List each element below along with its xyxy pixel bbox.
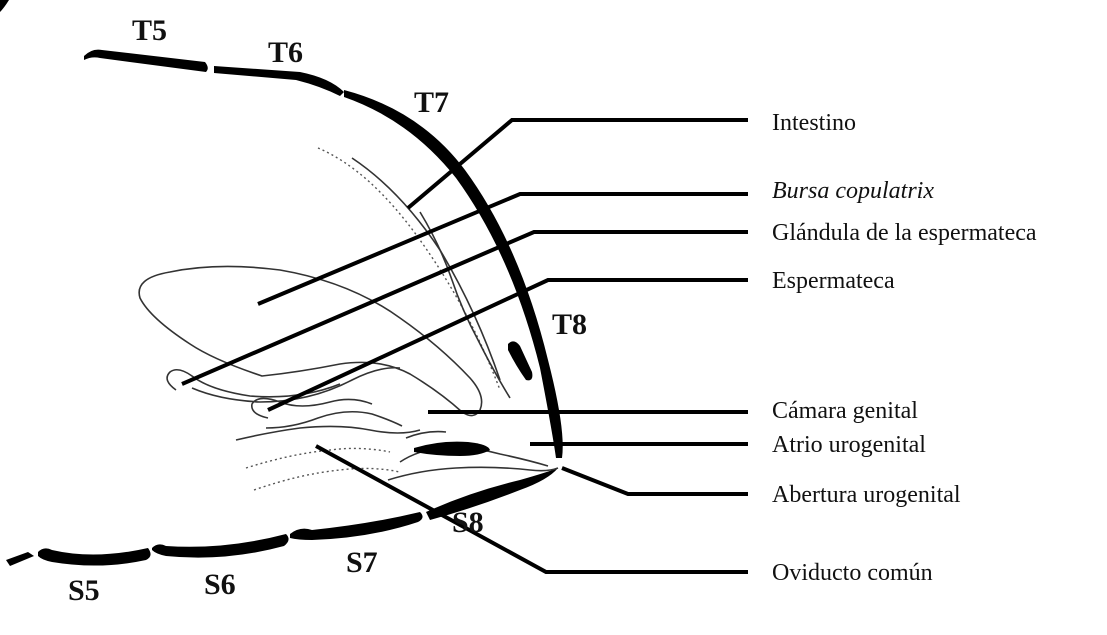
label-t6: T6 (268, 36, 303, 69)
sternite-s7-plate (290, 512, 423, 540)
label-abertura-urogenital: Abertura urogenital (772, 482, 961, 508)
tergite-plates (84, 50, 563, 458)
leader-oviducto (316, 446, 748, 572)
tergite-t6-plate (214, 66, 344, 96)
spermatheca-wall (266, 412, 402, 428)
sternite-s8-plate (426, 468, 558, 520)
label-bursa-copulatrix: Bursa copulatrix (772, 178, 934, 204)
label-atrio-urogenital: Atrio urogenital (772, 432, 926, 458)
label-s7: S7 (346, 546, 378, 579)
label-camara-genital: Cámara genital (772, 398, 918, 424)
tergite-t5-plate (84, 50, 208, 72)
label-t7: T7 (414, 86, 449, 119)
genital-chamber-outline (236, 426, 420, 440)
sternite-s6-plate (152, 534, 289, 558)
label-s6: S6 (204, 568, 236, 601)
sternite-tip-fragment (6, 552, 34, 566)
label-s5: S5 (68, 574, 100, 607)
segment-labels: T5 T6 T7 T8 S5 S6 S7 S8 (68, 14, 587, 607)
sternite-s5-plate (38, 548, 151, 566)
tergite-t8-inner-mark (508, 341, 532, 380)
genital-chamber-lower (246, 448, 390, 468)
leader-glandula (182, 232, 748, 384)
label-intestino: Intestino (772, 110, 856, 136)
internal-organs (139, 148, 558, 490)
label-t5: T5 (132, 14, 167, 47)
label-glandula-espermateca: Glándula de la espermateca (772, 220, 1037, 246)
corner-fragment (0, 0, 9, 12)
label-t8: T8 (552, 308, 587, 341)
leader-abertura (562, 468, 748, 494)
callout-labels: Intestino Bursa copulatrix Glándula de l… (772, 110, 1037, 586)
label-oviducto-comun: Oviducto común (772, 560, 933, 586)
label-espermateca: Espermateca (772, 268, 895, 294)
label-s8: S8 (452, 506, 484, 539)
urogenital-atrium-fill (414, 442, 490, 456)
